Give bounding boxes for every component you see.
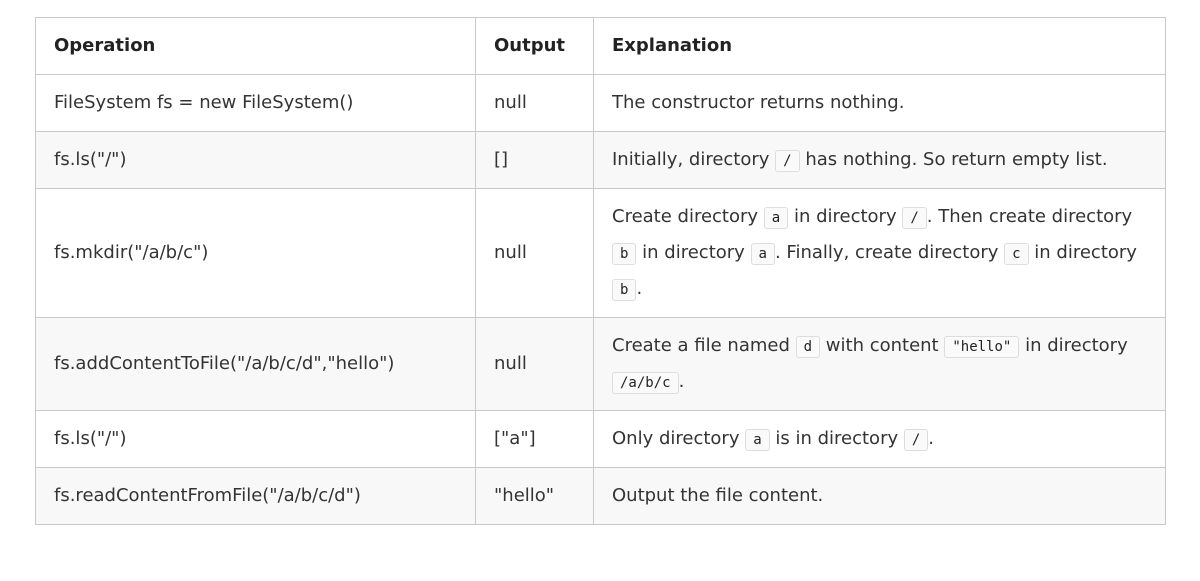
operation-cell: fs.mkdir("/a/b/c") [35, 188, 476, 318]
explanation-cell: Create directory a in directory /. Then … [593, 188, 1166, 318]
inline-code: d [795, 336, 821, 358]
inline-code: b [612, 243, 637, 265]
inline-code: c [1004, 243, 1029, 265]
table-row: fs.readContentFromFile("/a/b/c/d")"hello… [35, 467, 1166, 525]
explanation-cell: Output the file content. [593, 467, 1166, 525]
output-cell: null [475, 74, 594, 132]
header-row: Operation Output Explanation [35, 17, 1166, 75]
column-header-explanation: Explanation [593, 17, 1166, 75]
explanation-cell: Only directory a is in directory /. [593, 410, 1166, 468]
inline-code: / [775, 150, 800, 172]
inline-code: b [612, 279, 637, 301]
column-header-operation: Operation [35, 17, 476, 75]
column-header-output: Output [475, 17, 594, 75]
inline-code: a [745, 429, 770, 451]
table-row: fs.addContentToFile("/a/b/c/d","hello")n… [35, 317, 1166, 411]
explanation-cell: The constructor returns nothing. [593, 74, 1166, 132]
explanation-cell: Initially, directory / has nothing. So r… [593, 131, 1166, 189]
output-cell: null [475, 188, 594, 318]
output-cell: null [475, 317, 594, 411]
inline-code: a [750, 243, 775, 265]
table-row: fs.ls("/")[]Initially, directory / has n… [35, 131, 1166, 189]
inline-code: "hello" [944, 336, 1020, 358]
operation-cell: fs.readContentFromFile("/a/b/c/d") [35, 467, 476, 525]
table-row: fs.ls("/")["a"]Only directory a is in di… [35, 410, 1166, 468]
explanation-cell: Create a file named d with content "hell… [593, 317, 1166, 411]
operation-cell: fs.ls("/") [35, 131, 476, 189]
inline-code: / [903, 429, 929, 451]
operation-cell: fs.ls("/") [35, 410, 476, 468]
inline-code: / [902, 207, 927, 229]
output-cell: [] [475, 131, 594, 189]
operation-cell: fs.addContentToFile("/a/b/c/d","hello") [35, 317, 476, 411]
filesystem-operations-table: Operation Output Explanation FileSystem … [35, 17, 1166, 525]
inline-code: /a/b/c [612, 372, 679, 394]
operation-cell: FileSystem fs = new FileSystem() [35, 74, 476, 132]
output-cell: ["a"] [475, 410, 594, 468]
inline-code: a [763, 207, 789, 229]
output-cell: "hello" [475, 467, 594, 525]
